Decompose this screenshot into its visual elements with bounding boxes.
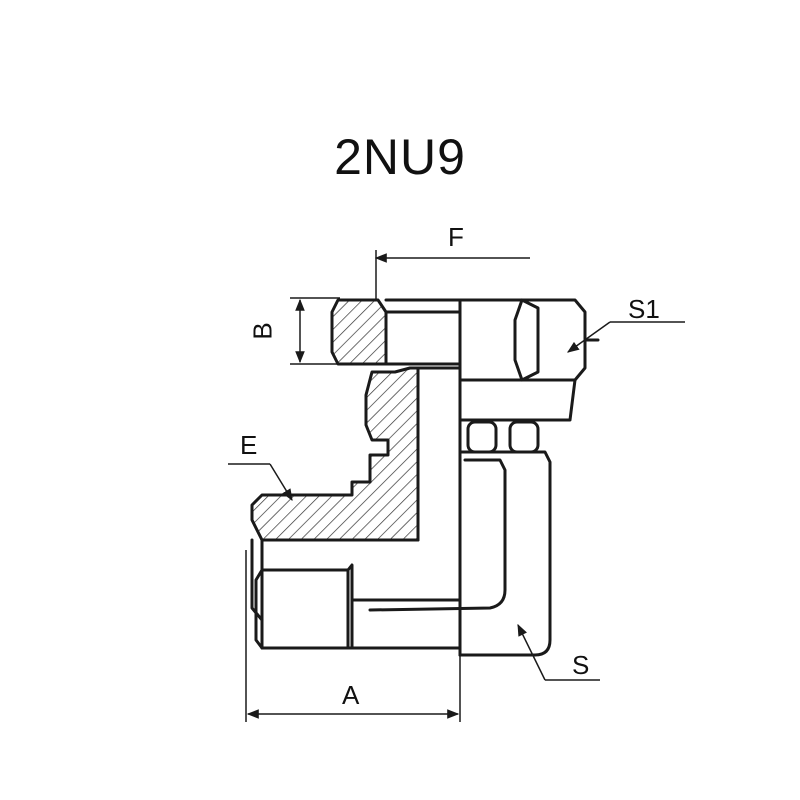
label-a: A	[342, 680, 360, 710]
dimension-f	[374, 250, 530, 300]
elbow-passage	[368, 420, 552, 657]
dimension-b	[290, 297, 340, 365]
label-s: S	[572, 650, 590, 680]
e-leader	[228, 463, 293, 502]
s-leader	[517, 623, 600, 681]
label-b: B	[247, 322, 278, 340]
part-number-title: 2NU9	[334, 129, 466, 185]
male-thread-end	[254, 563, 462, 650]
s1-leader	[567, 321, 685, 353]
label-e: E	[240, 430, 258, 460]
dimension-a	[245, 550, 461, 722]
elbow-body	[250, 366, 462, 657]
label-s1: S1	[628, 294, 660, 324]
label-f: F	[448, 222, 464, 252]
